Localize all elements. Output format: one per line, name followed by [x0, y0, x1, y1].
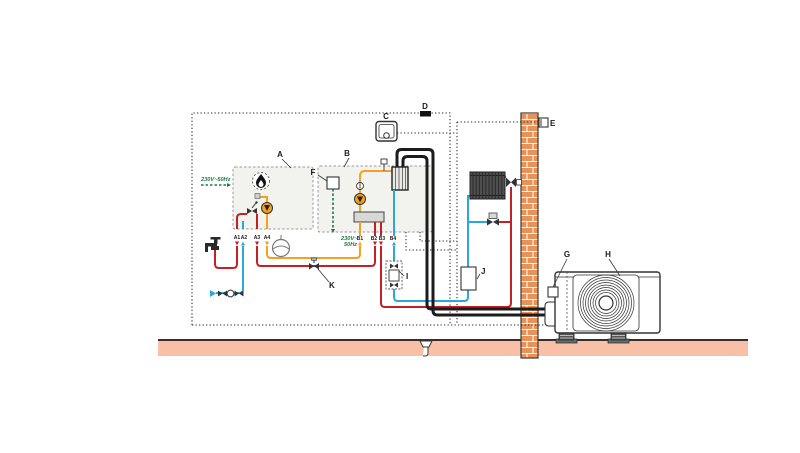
bus-gateway [420, 111, 431, 117]
pump-icon [354, 193, 366, 205]
accessory-module [460, 266, 477, 291]
terminal-b1: B1 [357, 236, 364, 242]
building-boundary [191, 112, 552, 326]
fan-icon [577, 274, 635, 332]
label-filter: I [406, 272, 408, 281]
hydraulic-module [317, 158, 433, 236]
terminal-b3: B3 [379, 236, 386, 242]
radiator [469, 171, 506, 200]
valve-icon [247, 201, 258, 214]
power-label-b-1: 230V~ [340, 236, 358, 242]
terminal-a3: A3 [254, 235, 261, 241]
tap-icon [205, 237, 221, 252]
label-hydraulic-module: B [344, 149, 350, 158]
filter-assembly [385, 260, 403, 290]
thermostatic-valve-icon [506, 177, 522, 187]
expansion-vessel-icon [271, 235, 291, 258]
outdoor-sensor [538, 117, 549, 128]
room-thermostat [375, 120, 398, 142]
label-outdoor-sensor: E [550, 119, 556, 128]
terminal-a2: A2 [241, 235, 248, 241]
label-gateway: D [422, 102, 428, 111]
boiler-unit [232, 166, 314, 230]
control-cables [397, 121, 539, 325]
floor-drain-icon [419, 340, 433, 357]
hydraulic-block [353, 211, 385, 223]
flow-arrow-icon [210, 290, 216, 297]
air-vent-icon [380, 158, 388, 165]
label-outdoor-unit: H [605, 250, 611, 259]
plate-heat-exchanger [391, 166, 409, 191]
refrigerant-pipes [395, 148, 548, 317]
power-supply-left [201, 183, 231, 187]
terminal-b2: B2 [371, 236, 378, 242]
power-label-left: 230V~50Hz [200, 177, 231, 183]
ground [158, 339, 748, 356]
junction-box [326, 176, 340, 190]
power-label-b-2: 50Hz [344, 242, 357, 248]
pump-icon [261, 202, 273, 214]
terminal-b4: B4 [390, 236, 397, 242]
temperature-sensor-icon [356, 182, 364, 190]
label-connection-box: G [564, 250, 570, 259]
terminal-a1: A1 [234, 235, 241, 241]
terminal-a4: A4 [264, 235, 271, 241]
label-thermostat: C [383, 112, 389, 121]
unit-feet [555, 332, 630, 344]
label-accessory: J [481, 267, 485, 276]
label-valve-k: K [329, 281, 335, 290]
pipe-cover [544, 301, 555, 327]
bypass-valve-icon [487, 212, 499, 226]
leader-lines [281, 157, 621, 288]
outdoor-unit [544, 271, 661, 344]
label-boiler: A [277, 150, 283, 159]
terminal-arrows [235, 241, 396, 246]
outdoor-connection-box [547, 286, 559, 298]
label-junction-box: F [311, 168, 316, 177]
isolation-valve-icon [309, 257, 319, 270]
water-inlet-group [210, 289, 244, 298]
wall [520, 112, 539, 359]
